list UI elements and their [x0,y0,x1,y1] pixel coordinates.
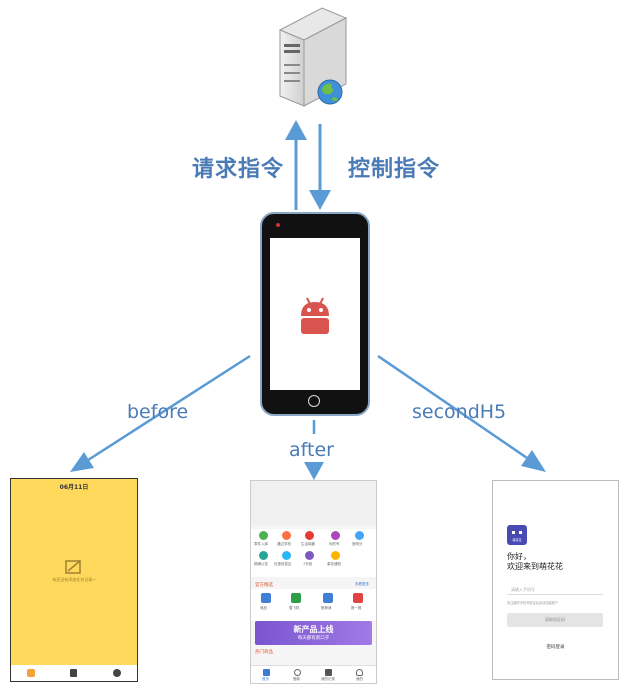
before-screen: 06月11日 有还没有添加任何记录~ [10,478,138,682]
phone-screen [270,238,360,390]
grid-icon-6[interactable] [259,551,268,560]
register-hint: 未注册的手机号验证后自动创建账户 [507,601,558,605]
empty-note-icon [65,560,81,574]
before-date: 06月11日 [59,484,89,491]
grid-icon-1[interactable] [259,531,268,540]
grid-label-6: 期满公告 [254,562,268,566]
get-code-label: 获取验证码 [545,617,565,622]
banner-title: 新产品上线 [293,625,334,634]
grid-icon-8[interactable] [305,551,314,560]
after-tabbar: 首页 借款 我的记录 我的 [251,665,376,683]
before-label: before [127,401,189,423]
request-label: 请求指令 [192,157,285,182]
logo-eye-left [512,531,515,534]
grid-label-9: 事务通知 [327,562,341,566]
secondh5-arrow [377,354,531,462]
before-tabbar [11,665,137,681]
after-header [251,481,376,525]
secondh5-screen: 萌花花 你好， 欢迎来到萌花花 请输入手机号 未注册的手机号验证后自动创建账户 … [492,480,619,680]
phone-input-underline [507,594,603,595]
tab-label-records: 我的记录 [321,677,335,681]
grid-label-8: 7天前 [303,562,313,566]
grid-icon-9[interactable] [331,551,340,560]
grid-label-7: 优惠信息区 [274,562,292,566]
record-tab-icon[interactable] [70,669,77,677]
get-code-button[interactable]: 获取验证码 [507,613,603,627]
mine-tab-icon[interactable] [356,669,363,676]
card-3[interactable] [323,593,333,603]
icon-grid: 零件入库 通过学校 生活锦囊 你的号 官网分 期满公告 优惠信息区 7天前 事务… [251,529,376,577]
loan-tab-icon[interactable] [294,669,301,676]
phone-input[interactable]: 请输入手机号 [511,587,535,592]
home-tab-icon[interactable] [27,669,35,677]
logo-eye-right [519,531,522,534]
grid-icon-5[interactable] [355,531,364,540]
phone-camera [276,223,280,227]
records-tab-icon[interactable] [325,669,332,676]
card-4[interactable] [353,593,363,603]
grid-label-1: 零件入库 [254,542,268,546]
grid-label-3: 生活锦囊 [301,542,315,546]
tab-label-home: 首页 [262,677,269,681]
home-tab-icon[interactable] [263,669,270,676]
grid-label-2: 通过学校 [277,542,291,546]
logo-text: 萌花花 [512,538,522,542]
card-1[interactable] [261,593,271,603]
server-icon [278,7,348,107]
home-button[interactable] [308,395,320,407]
after-screen: 零件入库 通过学校 生活锦囊 你的号 官网分 期满公告 优惠信息区 7天前 事务… [250,480,377,684]
promo-banner[interactable]: 新产品上线 每天都有新口子 [255,621,372,645]
grid-icon-3[interactable] [305,531,314,540]
grid-label-5: 官网分 [352,542,363,546]
greeting-line-1: 你好， [507,552,531,561]
section-more-link[interactable]: 查看更多 [355,582,369,586]
card-label-4: 推一推 [351,606,362,610]
cards-row: 竞品 雪飞机 推荐我 推一推 [251,589,376,621]
banner-subtitle: 每天都有新口子 [297,636,330,641]
tab-label-mine: 我的 [356,677,363,681]
section-title: 官方精选 [255,583,273,588]
grid-icon-4[interactable] [331,531,340,540]
card-label-1: 竞品 [260,606,267,610]
android-icon [301,297,329,334]
card-label-2: 雪飞机 [289,606,300,610]
password-login-link[interactable]: 密码登录 [546,645,565,650]
before-empty-text: 有还没有添加任何记录~ [52,577,96,582]
hot-title: 热门商品 [255,650,273,655]
profile-tab-icon[interactable] [113,669,121,677]
smartphone [260,212,370,416]
grid-label-4: 你的号 [329,542,340,546]
card-label-3: 推荐我 [321,606,332,610]
tab-label-loan: 借款 [293,677,300,681]
card-2[interactable] [291,593,301,603]
before-arrow [84,354,251,464]
secondh5-label: secondH5 [412,401,507,423]
after-label: after [289,439,334,461]
app-logo: 萌花花 [507,525,527,545]
greeting-line-2: 欢迎来到萌花花 [507,562,563,571]
control-label: 控制指令 [348,157,441,182]
grid-icon-7[interactable] [282,551,291,560]
grid-icon-2[interactable] [282,531,291,540]
